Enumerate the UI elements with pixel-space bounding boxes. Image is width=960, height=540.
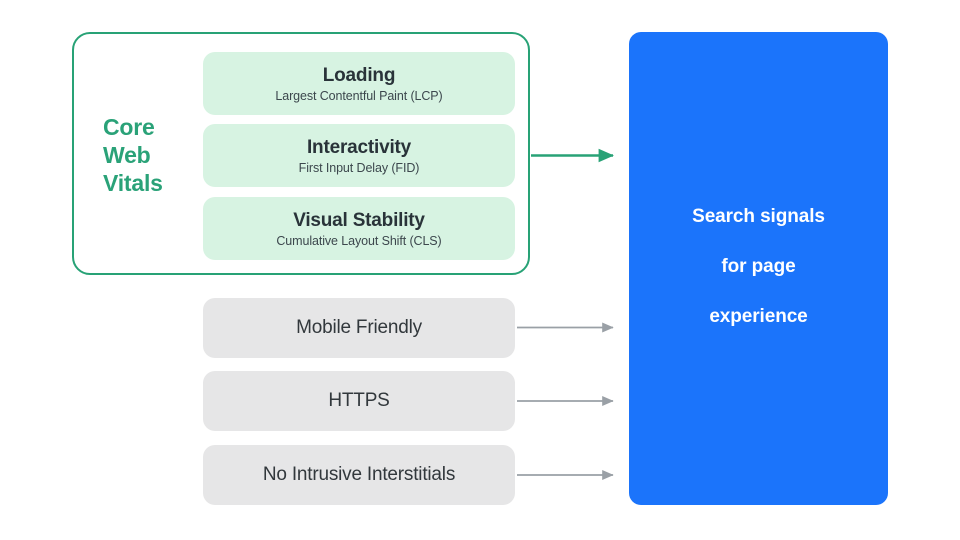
core-web-vitals-label-line-3: Vitals [103, 170, 163, 196]
vital-card-subtitle: Cumulative Layout Shift (CLS) [276, 233, 442, 248]
search-signals-panel-text: Search signals for page experience [692, 179, 825, 359]
vital-card-title: Interactivity [306, 136, 412, 158]
core-web-vitals-label-line-1: Core [103, 114, 155, 140]
core-web-vitals-label: Core Web Vitals [103, 113, 193, 197]
search-signals-line-2: for page [721, 255, 796, 277]
https-card[interactable]: HTTPS [203, 371, 515, 431]
search-signals-line-1: Search signals [692, 205, 825, 227]
vital-card-title: Visual Stability [293, 209, 425, 231]
signal-card-label: No Intrusive Interstitials [262, 464, 456, 485]
search-signals-panel[interactable]: Search signals for page experience [629, 32, 888, 505]
mobile-friendly-card[interactable]: Mobile Friendly [203, 298, 515, 358]
vital-card-visual-stability[interactable]: Visual Stability Cumulative Layout Shift… [203, 197, 515, 260]
signal-card-label: HTTPS [328, 390, 390, 411]
vital-card-loading[interactable]: Loading Largest Contentful Paint (LCP) [203, 52, 515, 115]
vital-card-subtitle: Largest Contentful Paint (LCP) [275, 88, 443, 103]
vital-card-title: Loading [322, 64, 396, 86]
vital-card-subtitle: First Input Delay (FID) [298, 160, 420, 175]
core-web-vitals-label-line-2: Web [103, 142, 151, 168]
signal-card-label: Mobile Friendly [296, 317, 422, 338]
vital-card-interactivity[interactable]: Interactivity First Input Delay (FID) [203, 124, 515, 187]
search-signals-line-3: experience [709, 305, 808, 327]
no-intrusive-interstitials-card[interactable]: No Intrusive Interstitials [203, 445, 515, 505]
